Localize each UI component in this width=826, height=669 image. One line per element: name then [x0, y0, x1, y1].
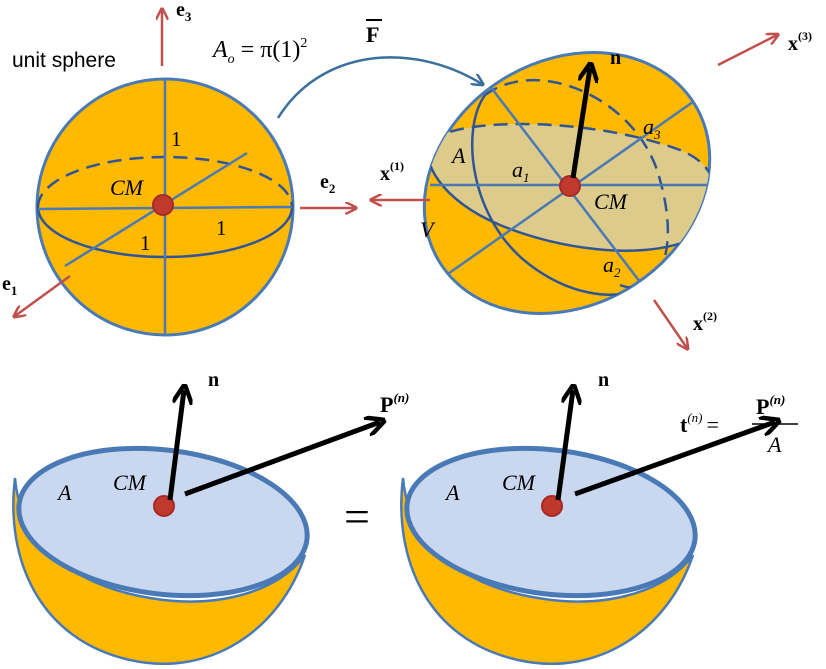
traction-vector-label: t(n)= — [680, 410, 719, 437]
ellipsoid-normal-arrow — [570, 68, 590, 179]
a3-label: a3 — [643, 114, 661, 142]
ellipsoid-cm-label: CM — [594, 189, 629, 214]
unit-sphere — [35, 77, 295, 337]
sphere-label-1-left: 1 — [140, 231, 151, 255]
a1-label: a1 — [512, 157, 530, 185]
ellipsoid — [422, 51, 717, 315]
cut-cm-right-label: CM — [502, 470, 537, 495]
volume-label: V — [420, 217, 436, 242]
sphere-cm-label: CM — [110, 175, 145, 200]
cut-cm-left-label: CM — [113, 470, 148, 495]
cut-face-right — [404, 445, 698, 599]
e1-label: e1 — [2, 273, 17, 298]
a2-label: a2 — [603, 252, 621, 280]
x2-arrow — [652, 299, 687, 348]
deformation-map-arrow — [276, 56, 482, 119]
traction-force-label: P(n) — [380, 390, 409, 417]
ellipsoid-cm-dot — [559, 175, 581, 197]
cut-body-right — [400, 390, 775, 665]
traction-denominator: A — [766, 432, 782, 457]
e2-label: e2 — [320, 171, 335, 196]
x1-label: x(1) — [380, 159, 404, 185]
normal-label-top: n — [610, 47, 621, 69]
e3-label: e3 — [176, 0, 192, 24]
sphere-label-1-right: 1 — [216, 216, 227, 240]
e1-arrow — [15, 274, 71, 316]
sphere-label-1-top: 1 — [171, 127, 182, 151]
deformation-map-label: F — [366, 22, 379, 47]
x3-arrow — [717, 35, 777, 67]
sphere-cm-dot — [152, 194, 174, 216]
cut-area-left-label: A — [56, 480, 72, 505]
x3-label: x(3) — [788, 29, 812, 55]
normal-label-left: n — [208, 369, 219, 391]
cut-face-left — [16, 445, 310, 599]
traction-numerator: P(n) — [756, 392, 785, 419]
normal-label-right: n — [598, 369, 609, 391]
cut-body-left — [12, 390, 380, 665]
equals-sign: = — [344, 491, 370, 542]
unit-sphere-label: unit sphere — [12, 49, 116, 72]
cut-area-right-label: A — [444, 480, 460, 505]
ellipsoid-area-label: A — [450, 143, 466, 168]
x2-label: x(2) — [693, 309, 717, 335]
area-formula: Ao = π(1)2 — [211, 36, 307, 67]
